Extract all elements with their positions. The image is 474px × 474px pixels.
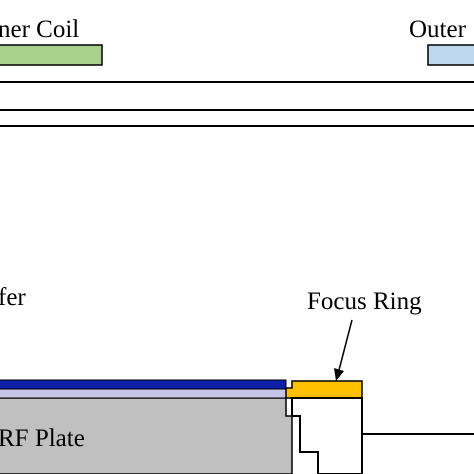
edge-support — [291, 397, 363, 474]
outer-ledge — [361, 433, 474, 474]
outer-coil — [427, 44, 474, 66]
inner-coil-label: ner Coil — [0, 16, 79, 43]
focus-ring — [285, 380, 363, 399]
focus-ring-arrow — [334, 319, 353, 381]
wafer-label: fer — [0, 284, 26, 311]
top-window-upper — [0, 81, 474, 111]
inner-coil — [0, 44, 103, 66]
wafer — [0, 379, 287, 390]
outer-coil-label: Outer — [409, 16, 467, 43]
rf-plate-label: RF Plate — [0, 425, 85, 452]
wafer-underlayer — [0, 388, 287, 399]
top-window-lower — [0, 109, 474, 127]
focus-ring-label: Focus Ring — [307, 288, 422, 315]
